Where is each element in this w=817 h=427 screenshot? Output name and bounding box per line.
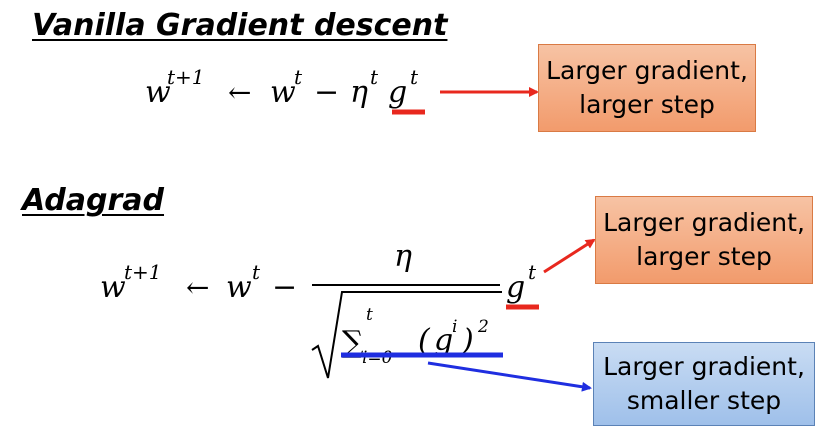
vanilla-heading: Vanilla Gradient descent bbox=[32, 8, 448, 43]
callout-vanilla-line2: larger step bbox=[579, 90, 715, 119]
paren-close: ) bbox=[461, 323, 474, 358]
vanilla-sup-t: t bbox=[294, 65, 303, 89]
square-exp: 2 bbox=[477, 317, 489, 337]
vanilla-w2: w bbox=[270, 75, 296, 110]
sqrt-sign bbox=[311, 291, 502, 379]
adagrad-formula: w t+1 ← w t − η ∑ t i=0 ( g i ) 2 g t bbox=[100, 239, 537, 379]
vanilla-arrow: ← bbox=[228, 76, 251, 109]
callout-adagrad-blue: Larger gradient, smaller step bbox=[593, 342, 815, 426]
adagrad-arrow: ← bbox=[186, 271, 209, 304]
vanilla-eta-sup: t bbox=[370, 65, 379, 89]
sum-bottom: i=0 bbox=[362, 348, 393, 368]
vanilla-sup-t1: t+1 bbox=[167, 65, 205, 89]
callout-vanilla: Larger gradient, larger step bbox=[538, 44, 756, 132]
sum-g-sup: i bbox=[452, 317, 457, 337]
adagrad-red-arrow bbox=[543, 238, 596, 274]
sum-g: g bbox=[434, 323, 453, 358]
callout-adagrad-blue-line2: smaller step bbox=[626, 386, 782, 415]
adagrad-blue-arrow bbox=[427, 361, 592, 392]
vanilla-g-sup: t bbox=[410, 65, 419, 89]
vanilla-formula: w t+1 ← w t − η t g t bbox=[145, 65, 419, 110]
callout-vanilla-line1: Larger gradient, bbox=[546, 56, 748, 85]
adagrad-w: w bbox=[100, 270, 126, 305]
adagrad-w2: w bbox=[226, 270, 252, 305]
paren-open: ( bbox=[418, 323, 431, 358]
callout-adagrad-red-line1: Larger gradient, bbox=[603, 208, 805, 237]
sum-symbol: ∑ bbox=[342, 325, 364, 360]
callout-adagrad-blue-line1: Larger gradient, bbox=[603, 352, 805, 381]
adagrad-minus: − bbox=[272, 270, 297, 305]
adagrad-heading: Adagrad bbox=[22, 183, 165, 218]
adagrad-sup-t: t bbox=[252, 260, 261, 284]
sum-top: t bbox=[366, 305, 373, 325]
adagrad-sup-t1: t+1 bbox=[124, 260, 162, 284]
vanilla-minus: − bbox=[314, 75, 339, 110]
vanilla-g: g bbox=[388, 75, 407, 110]
adagrad-g-sup: t bbox=[528, 260, 537, 284]
adagrad-g: g bbox=[506, 270, 525, 305]
adagrad-numerator-eta: η bbox=[394, 239, 412, 274]
callout-adagrad-red-line2: larger step bbox=[636, 242, 772, 271]
vanilla-eta: η bbox=[350, 75, 368, 110]
vanilla-w: w bbox=[145, 75, 171, 110]
callout-adagrad-red: Larger gradient, larger step bbox=[595, 196, 813, 284]
